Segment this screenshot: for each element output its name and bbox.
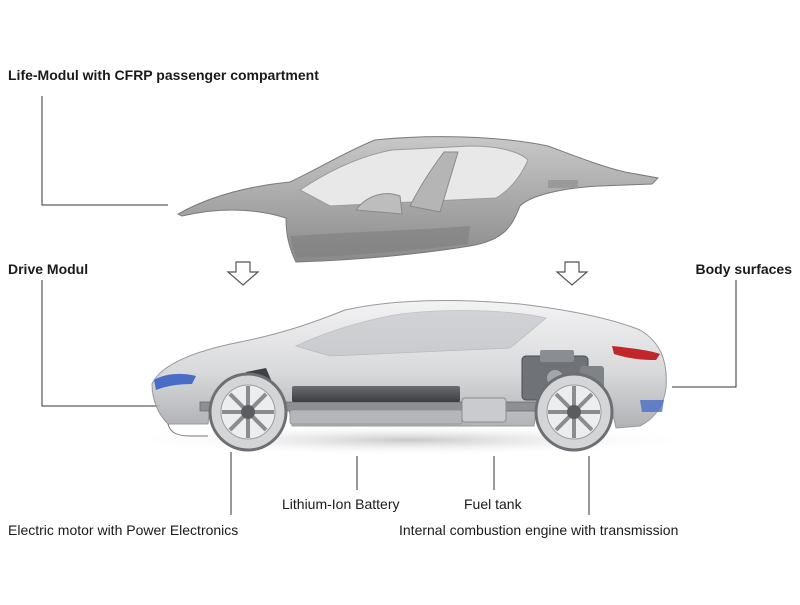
leader-body-surfaces [672,280,737,388]
label-electric-motor: Electric motor with Power Electronics [8,522,239,538]
label-drive-module: Drive Modul [8,261,89,277]
leader-lines [41,96,737,515]
fuel-tank-shape [461,397,507,423]
down-arrow-icon [226,261,260,286]
label-battery: Lithium-Ion Battery [282,496,400,512]
label-life-module: Life-Modul with CFRP passenger compartme… [8,67,319,83]
leader-drive-module [41,280,160,407]
battery-pack [292,386,460,402]
label-body-surfaces: Body surfaces [695,261,792,277]
leader-life-module [41,96,168,206]
label-fuel-tank: Fuel tank [464,496,522,512]
label-combustion-engine: Internal combustion engine with transmis… [399,522,679,538]
front-wheel [208,372,288,452]
car-shadow [120,424,700,456]
rear-wheel [534,372,614,452]
life-module-cfrp-cell [176,136,660,263]
down-arrow-icon [555,261,589,286]
